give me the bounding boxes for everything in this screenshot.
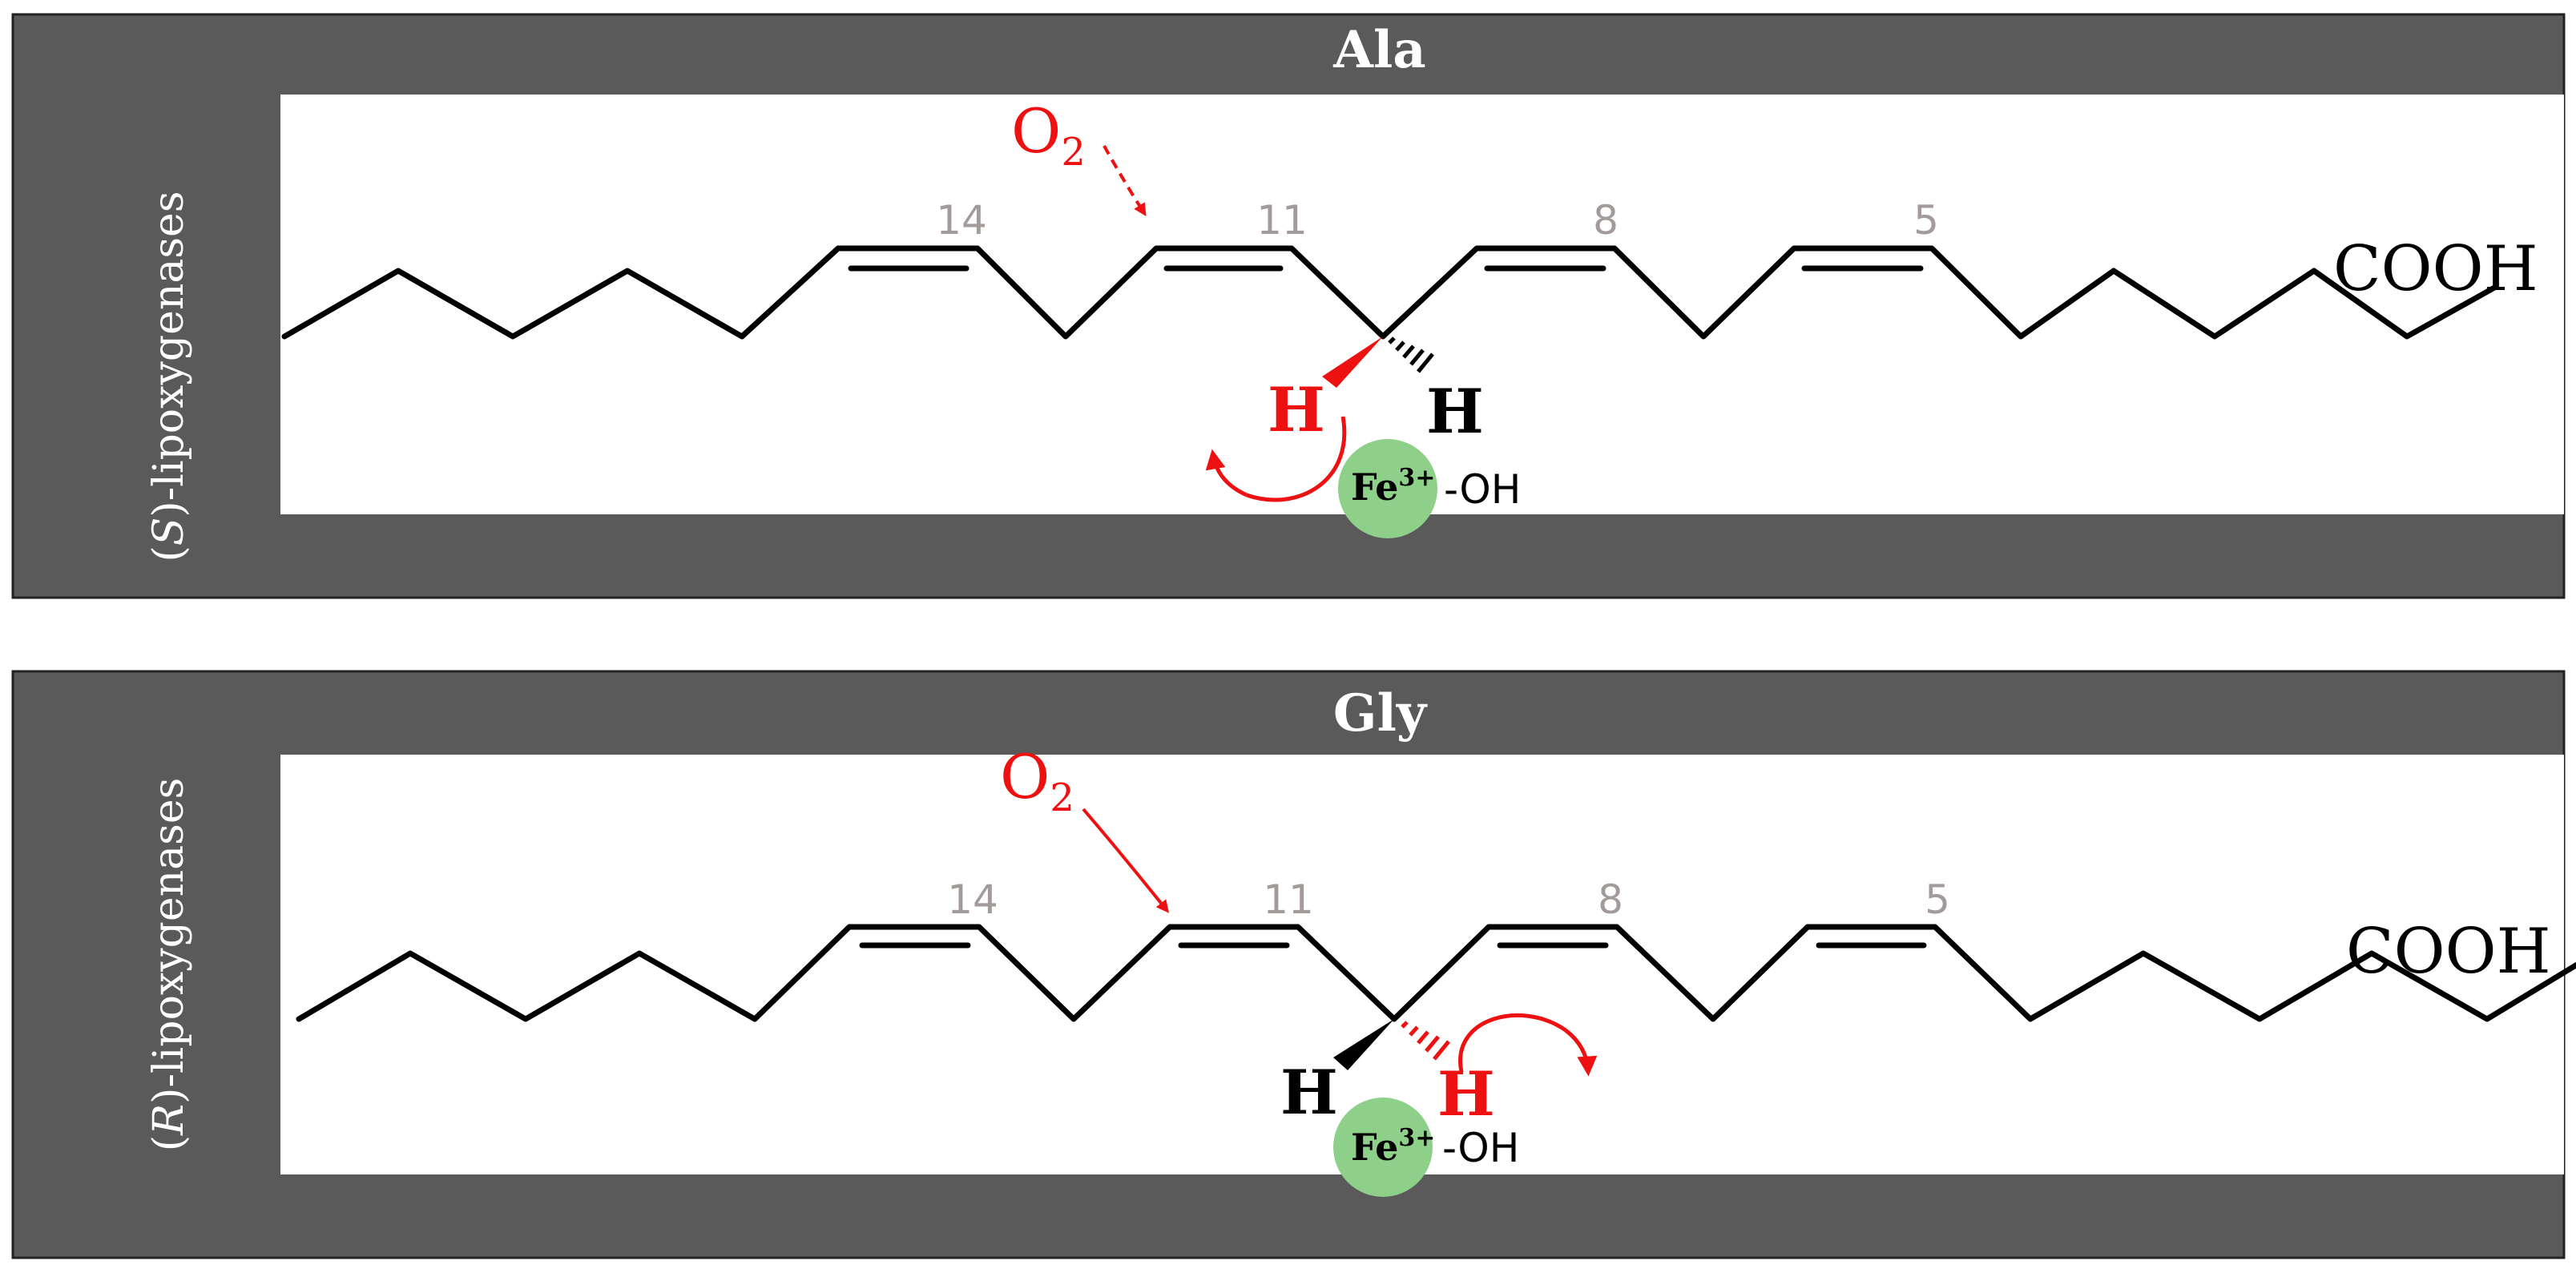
oxygen-attack-arrow <box>1103 145 1147 217</box>
carbon-chain <box>296 924 2576 1022</box>
position-label-c5: 5 <box>1925 876 1950 923</box>
carboxyl-group-label: COOH <box>2333 233 2538 305</box>
residue-label: Ala <box>1332 20 1425 80</box>
pro-s-hydrogen: H <box>1280 1057 1338 1128</box>
oxygen-label: O2 <box>1011 95 1086 175</box>
position-label-c14: 14 <box>936 197 987 244</box>
residue-label: Gly <box>1333 683 1428 743</box>
iron-label: Fe3+ <box>1351 464 1435 509</box>
carboxyl-group-label: COOH <box>2346 916 2551 988</box>
position-label-c14: 14 <box>947 876 998 923</box>
h-abstraction-arrow <box>1246 416 1347 502</box>
wedge-bond <box>1322 336 1383 388</box>
position-label-c5: 5 <box>1913 197 1939 244</box>
enzyme-class-label: (S)-lipoxygenases <box>145 191 193 562</box>
iron-label: Fe3+ <box>1351 1124 1435 1169</box>
arachidonic-acid-chain <box>296 924 2576 1022</box>
hashed-bond <box>1401 1021 1450 1061</box>
carbon-chain <box>281 245 2499 340</box>
oxygen-attack-arrow <box>1082 808 1169 913</box>
pro-s-hydrogen: H <box>1268 374 1325 445</box>
pro-r-hydrogen: H <box>1426 376 1484 447</box>
substrate-channel <box>280 95 2564 514</box>
iron-center <box>1338 439 1437 538</box>
h-abstraction-arrow <box>1458 1013 1567 1073</box>
oxygen-label: O2 <box>1000 741 1074 820</box>
hashed-bond <box>1388 336 1434 373</box>
position-label-c8: 8 <box>1598 876 1623 923</box>
wedge-bond <box>1333 1019 1394 1070</box>
position-label-c8: 8 <box>1593 197 1619 244</box>
hydroxide-label: -OH <box>1442 1125 1519 1171</box>
hydroxide-label: -OH <box>1444 466 1521 513</box>
position-label-c11: 11 <box>1263 876 1314 923</box>
arachidonic-acid-chain <box>281 245 2499 340</box>
pro-r-hydrogen: H <box>1437 1058 1495 1130</box>
position-label-c11: 11 <box>1256 197 1308 244</box>
iron-center <box>1333 1098 1433 1197</box>
panel-r-lipoxygenase: Gly (R)-lipoxygenases 14 11 8 5 COOH H H… <box>11 670 2576 1259</box>
enzyme-class-label: (R)-lipoxygenases <box>145 778 193 1152</box>
panel-s-lipoxygenase: Ala (S)-lipoxygenases 14 11 8 5 COOH H H… <box>11 13 2566 599</box>
